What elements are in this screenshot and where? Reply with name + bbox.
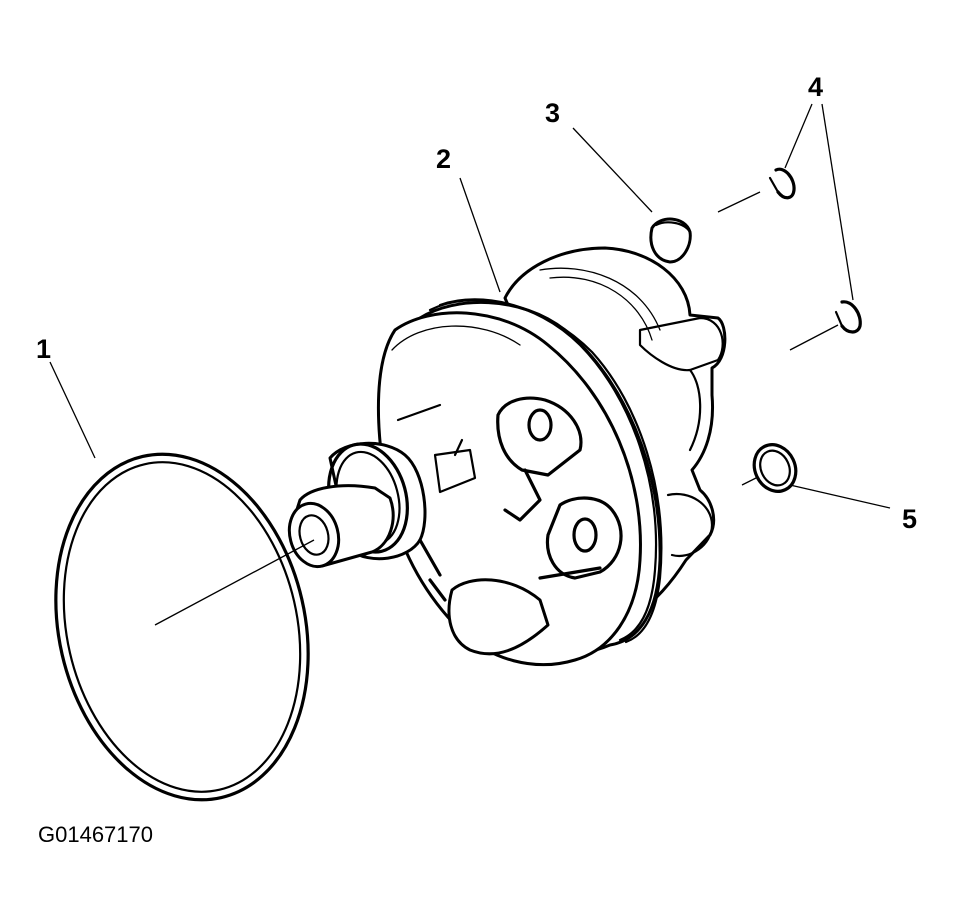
part-5-small-o-ring — [752, 443, 798, 493]
part-4-snap-rings — [768, 167, 862, 334]
axis-line-middle — [789, 324, 839, 351]
callout-4: 4 — [808, 72, 823, 102]
leader-4b — [821, 103, 854, 301]
callout-5: 5 — [902, 504, 917, 534]
part-3-plug — [649, 217, 692, 264]
leader-4a — [784, 103, 813, 169]
leader-1 — [49, 361, 96, 459]
leader-3 — [572, 127, 653, 213]
leader-5 — [789, 484, 891, 509]
leader-2 — [459, 177, 501, 293]
leader-lines — [49, 103, 891, 626]
part-2-pump-housing — [287, 246, 727, 667]
callout-1: 1 — [36, 334, 51, 364]
figure-id: G01467170 — [38, 822, 153, 847]
axis-line-lower — [741, 476, 759, 486]
callout-3: 3 — [545, 98, 560, 128]
axis-line-upper — [717, 191, 761, 213]
axis-line-shaft — [154, 539, 315, 626]
part-1-large-o-ring — [54, 452, 310, 802]
callout-2: 2 — [436, 144, 451, 174]
